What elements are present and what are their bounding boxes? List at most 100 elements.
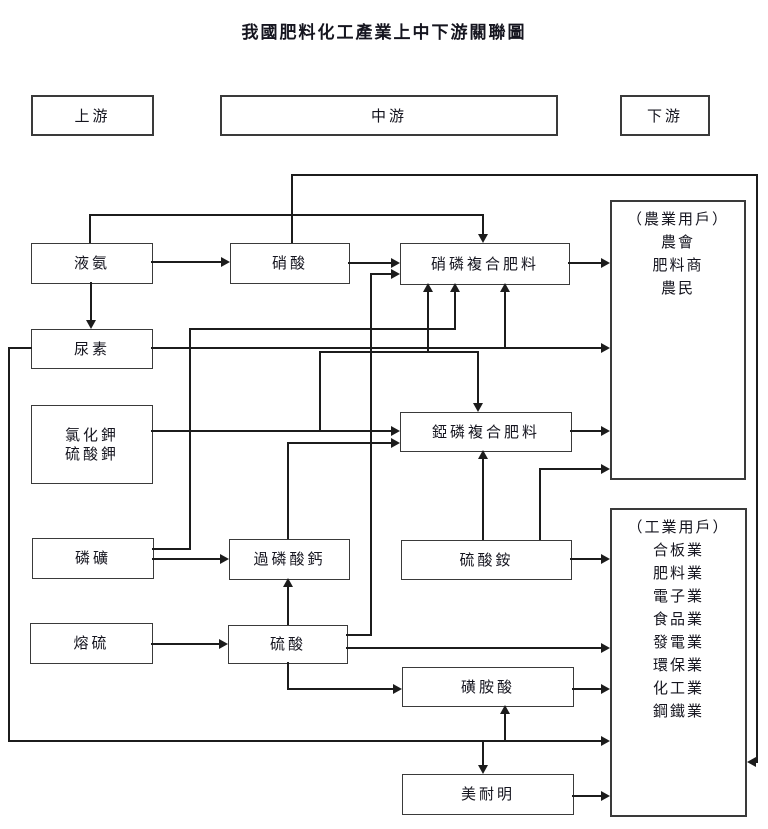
node-molten-sulfur-label: 熔硫 — [73, 634, 110, 653]
connector-line — [504, 712, 506, 740]
user-list-item: 化工業 — [652, 679, 704, 697]
header-downstream-label: 下游 — [646, 107, 683, 125]
node-ammonium-phosphate-fertilizer-label: 錏磷複合肥料 — [431, 422, 540, 441]
connector-line — [539, 468, 603, 470]
connector-line — [504, 290, 506, 349]
arrowhead-right — [601, 791, 610, 801]
connector-line — [89, 214, 91, 243]
node-phosphate-rock-label: 磷礦 — [74, 549, 111, 568]
arrowhead-up — [500, 705, 510, 714]
box-industrial-users: （工業用戶） 合板業肥料業電子業食品業發電業環保業化工業鋼鐵業 — [610, 508, 747, 817]
arrowhead-left — [747, 757, 756, 767]
user-list-item: 肥料業 — [652, 564, 704, 582]
node-urea-label: 尿素 — [73, 339, 110, 358]
connector-line — [482, 740, 484, 768]
node-urea: 尿素 — [31, 329, 153, 369]
arrowhead-down — [478, 234, 488, 243]
header-upstream-label: 上游 — [74, 107, 111, 125]
node-melamine: 美耐明 — [402, 774, 574, 815]
industrial-users-heading: （工業用戶） — [627, 518, 730, 536]
connector-line — [152, 548, 191, 550]
connector-line — [287, 662, 289, 690]
user-list-item: 鋼鐵業 — [652, 702, 704, 720]
connector-line — [291, 174, 758, 176]
connector-line — [287, 442, 394, 444]
connector-line — [89, 214, 484, 216]
node-phosphate-rock: 磷礦 — [32, 538, 154, 579]
connector-line — [151, 261, 223, 263]
node-sulfamic-acid-label: 磺胺酸 — [460, 677, 515, 696]
node-nitrophosphate-fertilizer: 硝磷複合肥料 — [400, 243, 570, 285]
connector-line — [8, 347, 32, 349]
arrowhead-right — [601, 343, 610, 353]
connector-line — [189, 328, 456, 330]
connector-line — [427, 290, 429, 353]
arrowhead-up — [500, 283, 510, 292]
connector-line — [572, 795, 603, 797]
node-sulfuric-acid-label: 硫酸 — [269, 635, 306, 654]
arrowhead-right — [393, 684, 402, 694]
connector-line — [8, 740, 603, 742]
connector-line — [346, 647, 603, 649]
arrowhead-right — [601, 554, 610, 564]
connector-line — [568, 262, 603, 264]
node-ammonium-sulfate-label: 硫酸銨 — [459, 550, 514, 569]
arrowhead-up — [423, 283, 433, 292]
industrial-users-list: 合板業肥料業電子業食品業發電業環保業化工業鋼鐵業 — [612, 539, 745, 723]
node-sulfamic-acid: 磺胺酸 — [402, 667, 574, 707]
connector-line — [319, 351, 321, 432]
node-molten-sulfur: 熔硫 — [30, 623, 153, 664]
node-superphosphate-label: 過磷酸鈣 — [253, 550, 326, 569]
box-agricultural-users: （農業用戶） 農會肥料商農民 — [610, 200, 746, 480]
connector-line — [189, 328, 191, 550]
connector-line — [570, 430, 603, 432]
connector-line — [370, 273, 394, 275]
connector-line — [291, 174, 293, 243]
arrowhead-right — [219, 639, 228, 649]
connector-line — [151, 430, 393, 432]
connector-line — [348, 262, 393, 264]
user-list-item: 肥料商 — [652, 256, 704, 274]
user-list-item: 農民 — [660, 279, 695, 297]
node-liquid-ammonia-label: 液氨 — [73, 254, 110, 273]
connector-line — [482, 214, 484, 237]
user-list-item: 發電業 — [652, 633, 704, 651]
connector-line — [570, 558, 603, 560]
node-potassium-line2: 硫酸鉀 — [64, 444, 119, 463]
arrowhead-right — [601, 464, 610, 474]
connector-line — [152, 558, 222, 560]
node-nitrophosphate-fertilizer-label: 硝磷複合肥料 — [430, 254, 539, 273]
node-potassium-line1: 氯化鉀 — [64, 425, 119, 444]
arrowhead-right — [601, 736, 610, 746]
connector-line — [287, 585, 289, 625]
node-ammonium-sulfate: 硫酸銨 — [401, 540, 572, 580]
arrowhead-right — [391, 269, 400, 279]
user-list-item: 環保業 — [652, 656, 704, 674]
user-list-item: 電子業 — [652, 587, 704, 605]
connector-line — [151, 643, 221, 645]
header-downstream: 下游 — [620, 95, 710, 136]
connector-line — [482, 456, 484, 540]
header-midstream-label: 中游 — [370, 107, 407, 125]
connector-line — [572, 688, 603, 690]
arrowhead-up — [450, 283, 460, 292]
connector-line — [319, 351, 479, 353]
connector-line — [454, 290, 456, 330]
node-superphosphate: 過磷酸鈣 — [229, 539, 350, 580]
connector-line — [539, 468, 541, 540]
connector-line — [370, 273, 372, 636]
node-ammonium-phosphate-fertilizer: 錏磷複合肥料 — [400, 412, 572, 452]
arrowhead-right — [391, 426, 400, 436]
header-midstream: 中游 — [220, 95, 558, 136]
user-list-item: 食品業 — [652, 610, 704, 628]
connector-line — [756, 174, 758, 763]
connector-line — [477, 351, 479, 406]
diagram-title: 我國肥料化工產業上中下游關聯圖 — [241, 23, 527, 43]
connector-line — [151, 347, 603, 349]
connector-line — [346, 634, 372, 636]
arrowhead-right — [601, 684, 610, 694]
arrowhead-down — [86, 320, 96, 329]
node-liquid-ammonia: 液氨 — [31, 243, 153, 284]
node-sulfuric-acid: 硫酸 — [228, 625, 348, 664]
connector-line — [287, 442, 289, 539]
